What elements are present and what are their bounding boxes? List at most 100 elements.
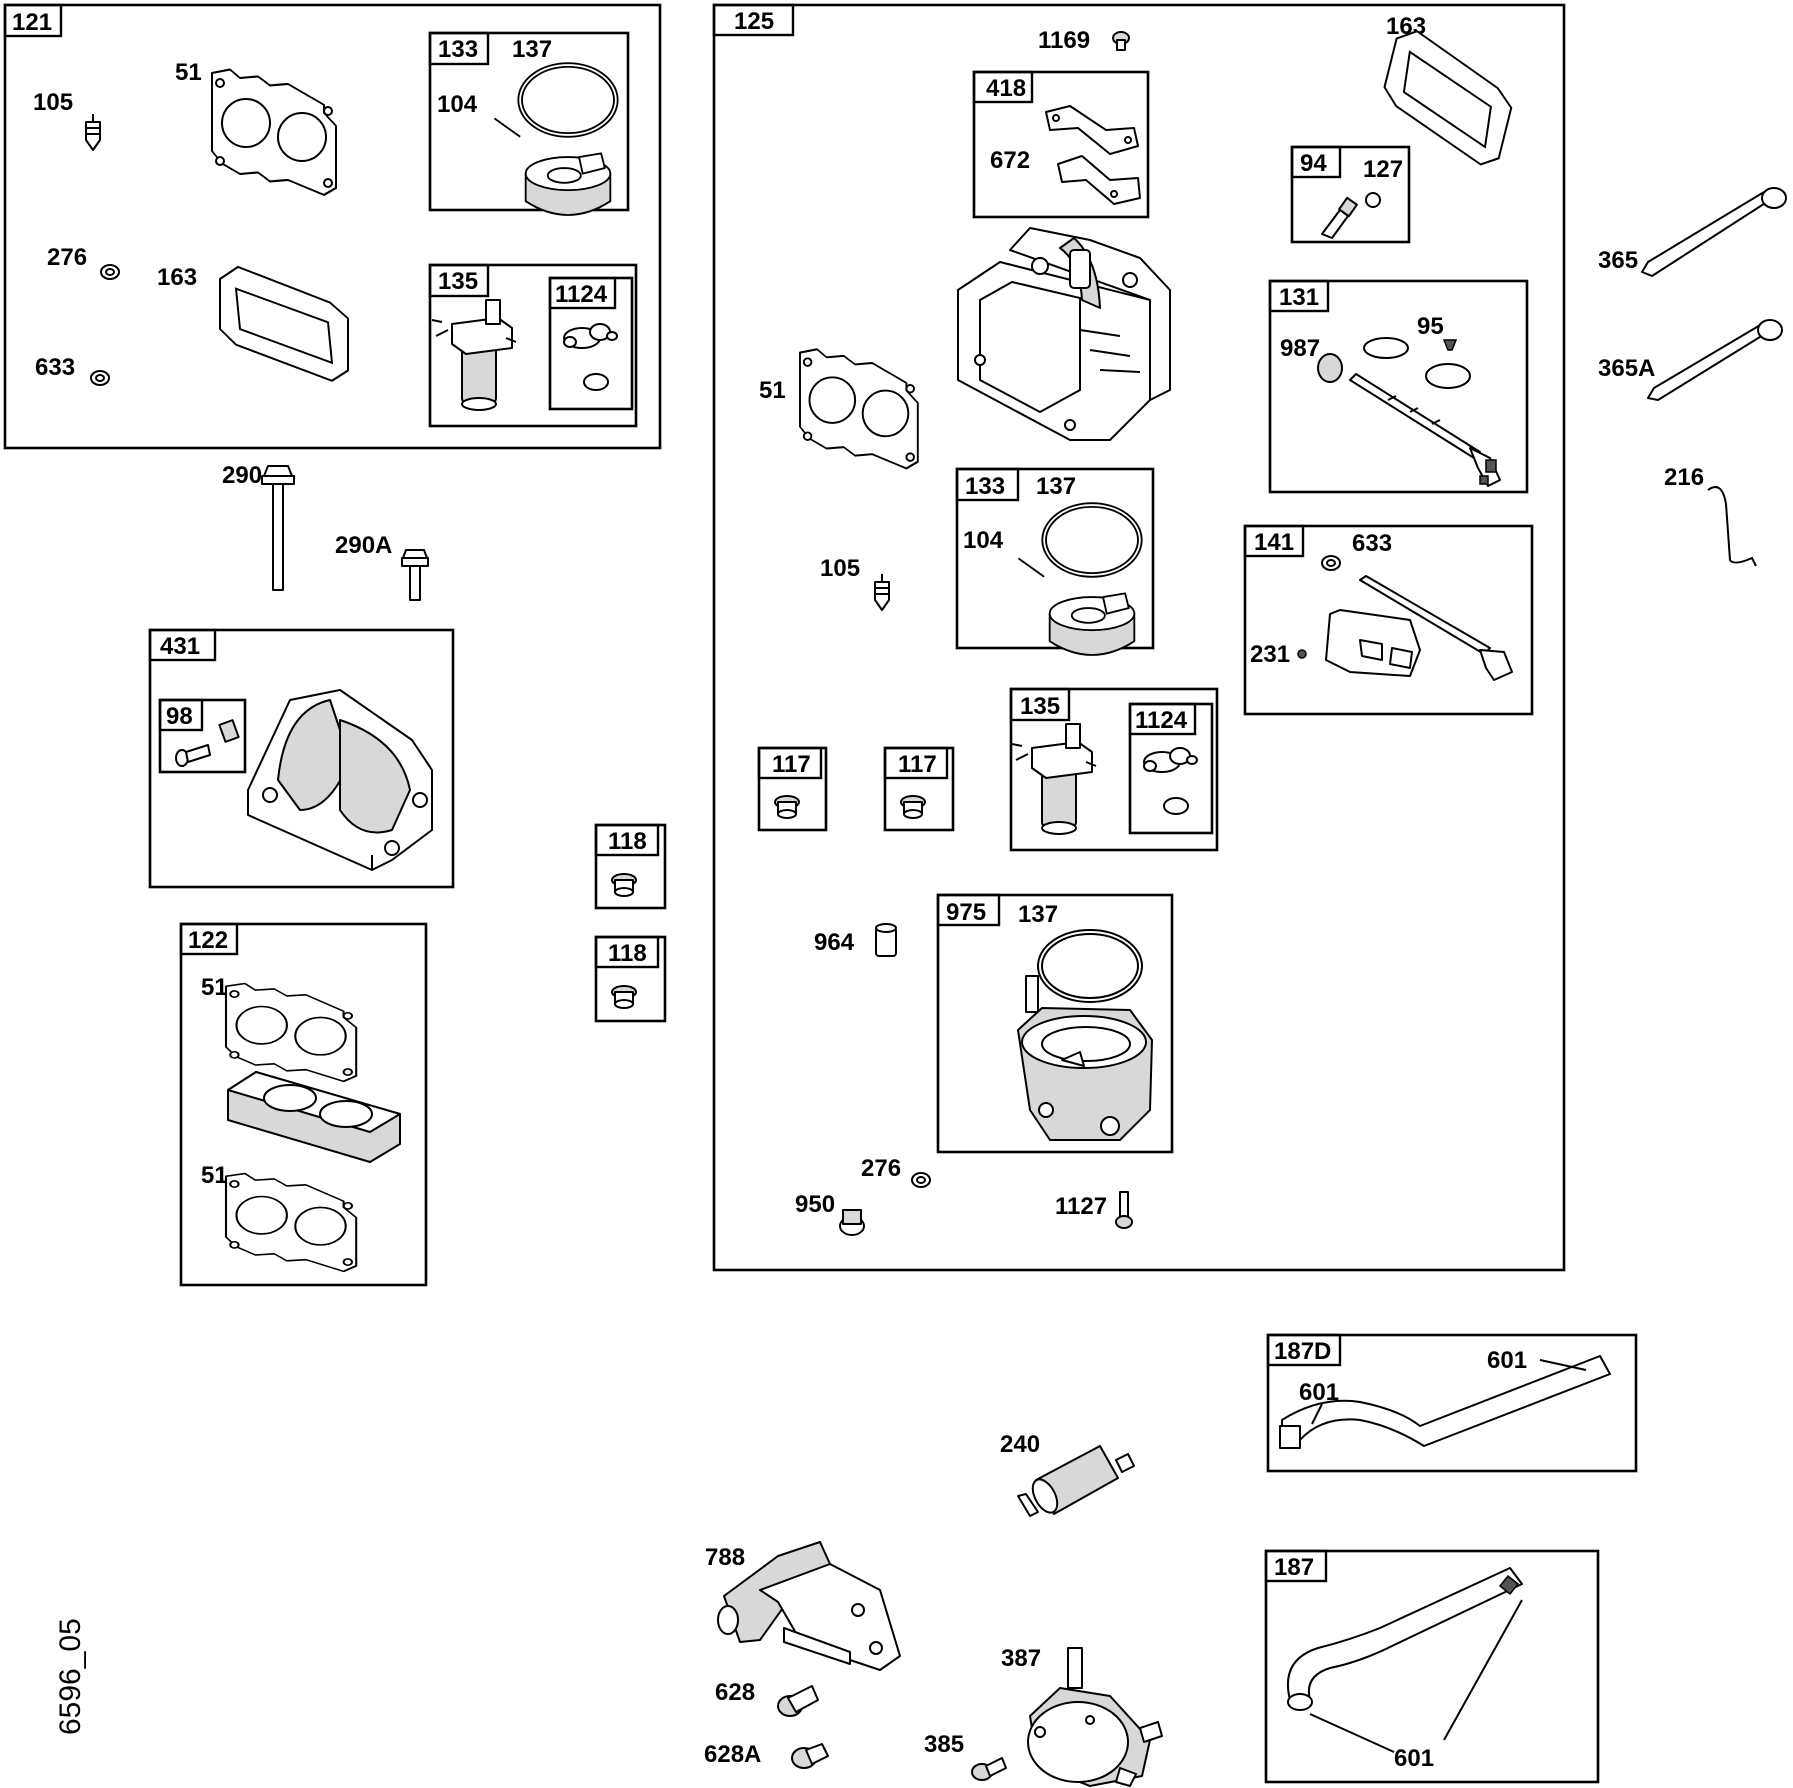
box-label-1124: 1124 <box>1135 707 1188 734</box>
label-163: 163 <box>157 264 197 291</box>
fuel-filter-icon <box>1017 1445 1135 1517</box>
label-633: 633 <box>1352 530 1392 557</box>
fuel-line-box-187: 187 601 <box>1264 1549 1600 1784</box>
label-137: 137 <box>1018 901 1058 928</box>
label-95: 95 <box>1417 313 1444 340</box>
gasket-icon <box>211 64 337 199</box>
box-label-118: 118 <box>608 940 647 967</box>
box-label-118: 118 <box>608 828 647 855</box>
fuel-hose-icon <box>1286 1567 1523 1711</box>
label-387: 387 <box>1001 1645 1041 1672</box>
box-label-1124: 1124 <box>555 281 608 308</box>
box-label-125: 125 <box>734 8 774 35</box>
screw-icon <box>175 719 240 767</box>
label-137: 137 <box>1036 473 1076 500</box>
float-needle-icon <box>874 573 890 611</box>
label-51: 51 <box>175 59 202 86</box>
washer-icon <box>90 370 110 386</box>
label-633: 633 <box>35 354 75 381</box>
fuel-pump-icon <box>1027 1647 1163 1787</box>
bracket-icon <box>717 1541 901 1671</box>
spacer-icon <box>227 1071 401 1163</box>
label-216: 216 <box>1664 464 1704 491</box>
label-290: 290 <box>222 462 262 489</box>
label-365: 365 <box>1598 247 1638 274</box>
label-51: 51 <box>201 1162 228 1189</box>
diaphragm-icon <box>1045 105 1139 155</box>
plug-icon <box>611 873 637 897</box>
pilot-jet-icon <box>1321 192 1381 239</box>
kit-box-121: 121 105 51 133 137 104 276 163 633 135 1… <box>3 3 662 450</box>
label-137: 137 <box>512 36 552 63</box>
label-950: 950 <box>795 1191 835 1218</box>
label-276: 276 <box>861 1155 901 1182</box>
clip-icon <box>1297 649 1307 659</box>
kit-box-118: 118 <box>594 935 667 1023</box>
gasket-icon <box>219 264 349 384</box>
intake-manifold-icon <box>247 689 433 871</box>
label-276: 276 <box>47 244 87 271</box>
bolt-icon <box>777 1685 819 1717</box>
plug-icon <box>774 795 800 819</box>
gasket-icon <box>224 1168 358 1275</box>
label-105: 105 <box>820 555 860 582</box>
label-987: 987 <box>1280 335 1320 362</box>
label-127: 127 <box>1363 156 1403 183</box>
gasket-icon <box>1057 155 1141 205</box>
label-104: 104 <box>437 91 478 118</box>
box-label-135: 135 <box>1020 693 1060 720</box>
bolt-icon <box>791 1743 829 1769</box>
box-label-187: 187 <box>1274 1554 1314 1581</box>
solenoid-icon <box>1011 723 1097 835</box>
bolt-icon <box>261 465 295 591</box>
box-label-94: 94 <box>1300 150 1327 177</box>
float-bowl-icon <box>493 62 619 216</box>
spring-icon <box>1707 486 1757 567</box>
box-label-431: 431 <box>160 633 200 660</box>
box-label-141: 141 <box>1254 529 1294 556</box>
plug-icon <box>900 795 926 819</box>
label-1169: 1169 <box>1038 27 1090 54</box>
label-601: 601 <box>1487 1347 1527 1374</box>
throttle-shaft-icon <box>1317 337 1501 487</box>
bolt-icon <box>401 549 429 601</box>
screw-icon <box>1115 1191 1133 1229</box>
fuel-hose-icon <box>1279 1355 1611 1449</box>
box-label-418: 418 <box>986 75 1026 102</box>
box-label-131: 131 <box>1279 284 1319 311</box>
drain-screw-icon <box>839 1209 865 1236</box>
label-51: 51 <box>759 377 786 404</box>
label-240: 240 <box>1000 1431 1040 1458</box>
float-needle-icon <box>85 113 101 151</box>
diagram-code: 6596_05 <box>54 1618 87 1735</box>
screw-icon <box>1112 31 1130 51</box>
kit-box-118: 118 <box>594 823 667 910</box>
bolt-icon <box>1647 319 1783 401</box>
washer-icon <box>100 264 120 280</box>
bolt-icon <box>1641 187 1787 277</box>
gasket-icon <box>799 344 919 473</box>
seal-icon <box>875 923 897 957</box>
fuel-line-box-187D: 187D 601 601 <box>1266 1333 1638 1473</box>
label-1127: 1127 <box>1055 1193 1107 1220</box>
label-290A: 290A <box>335 532 392 559</box>
gasket-icon <box>224 978 358 1085</box>
label-51: 51 <box>201 974 228 1001</box>
box-label-133: 133 <box>438 36 478 63</box>
box-label-122: 122 <box>188 927 228 954</box>
washer-icon <box>1321 555 1341 571</box>
box-label-117: 117 <box>772 751 811 778</box>
label-788: 788 <box>705 1544 745 1571</box>
label-672: 672 <box>990 147 1030 174</box>
solenoid-icon <box>431 299 517 411</box>
label-601: 601 <box>1394 1745 1434 1772</box>
box-label-975: 975 <box>946 899 986 926</box>
screw-icon <box>971 1757 1007 1781</box>
label-365A: 365A <box>1598 355 1655 382</box>
float-bowl-icon <box>1017 502 1143 656</box>
kit-box-122: 122 51 51 <box>179 922 428 1287</box>
plug-icon <box>611 985 637 1009</box>
label-628: 628 <box>715 1679 755 1706</box>
box-label-187D: 187D <box>1274 1338 1331 1365</box>
